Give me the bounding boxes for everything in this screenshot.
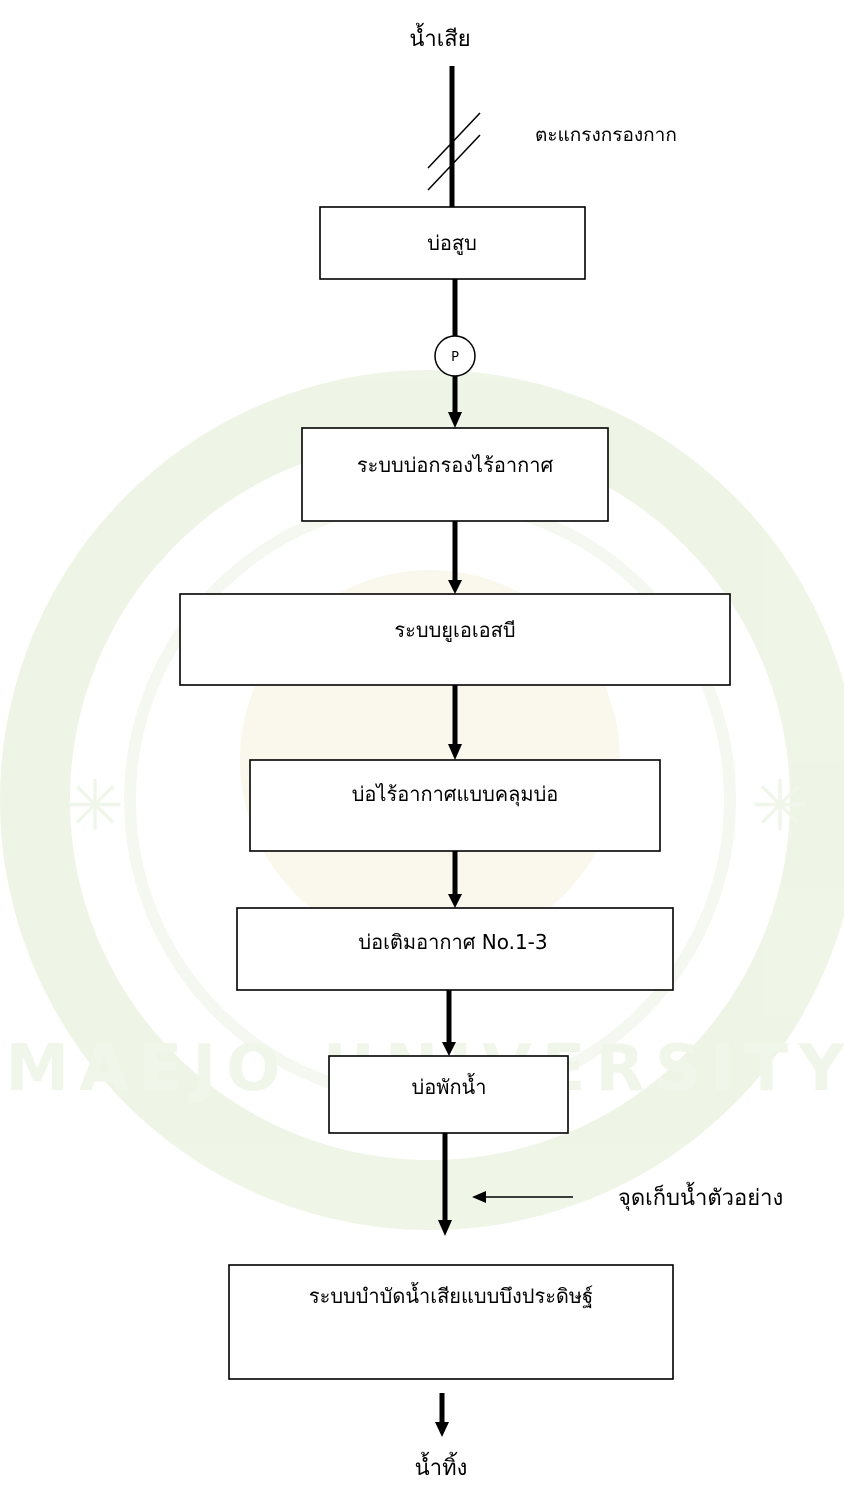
sampling-arrowhead [472, 1191, 486, 1203]
screen-label: ตะแกรงกรองกาก [535, 124, 677, 146]
step-label-2: ระบบบ่อกรองไร้อากาศ [357, 453, 554, 477]
step-label-5: บ่อเติมอากาศ No.1-3 [358, 930, 547, 954]
arrowhead-7 [442, 1042, 456, 1056]
arrowhead-8 [438, 1220, 452, 1236]
step-box-5 [236, 907, 674, 991]
watermark-star-right: ✳ [751, 765, 810, 847]
screen-slash-2 [427, 134, 481, 191]
arrowhead-9 [435, 1422, 449, 1437]
watermark-star-left: ✳ [66, 765, 125, 847]
arrowhead-6 [448, 894, 462, 908]
output-label: น้ำทิ้ง [415, 1452, 468, 1481]
step-box-3 [179, 593, 731, 686]
arrowhead-3 [448, 412, 462, 428]
input-label: น้ำเสีย [409, 23, 470, 52]
arrowhead-5 [448, 744, 462, 760]
step-label-6: บ่อพักน้ำ [412, 1073, 487, 1099]
watermark-outer-ring [0, 370, 844, 1230]
step-label-4: บ่อไร้อากาศแบบคลุมบ่อ [352, 782, 559, 807]
step-box-6 [328, 1055, 569, 1134]
step-label-1: บ่อสูบ [427, 231, 477, 256]
step-box-4 [249, 759, 661, 852]
step-box-7 [228, 1264, 674, 1380]
step-box-2 [301, 427, 609, 522]
pump-label: P [451, 350, 459, 365]
screen-slash-1 [427, 112, 481, 169]
step-label-3: ระบบยูเอเอสบี [394, 618, 515, 643]
sampling-label: จุดเก็บน้ำตัวอย่าง [618, 1182, 783, 1211]
step-box-1 [319, 206, 586, 280]
arrowhead-4 [448, 580, 462, 594]
step-label-7: ระบบบำบัดน้ำเสียแบบบึงประดิษฐ์ [309, 1282, 593, 1308]
